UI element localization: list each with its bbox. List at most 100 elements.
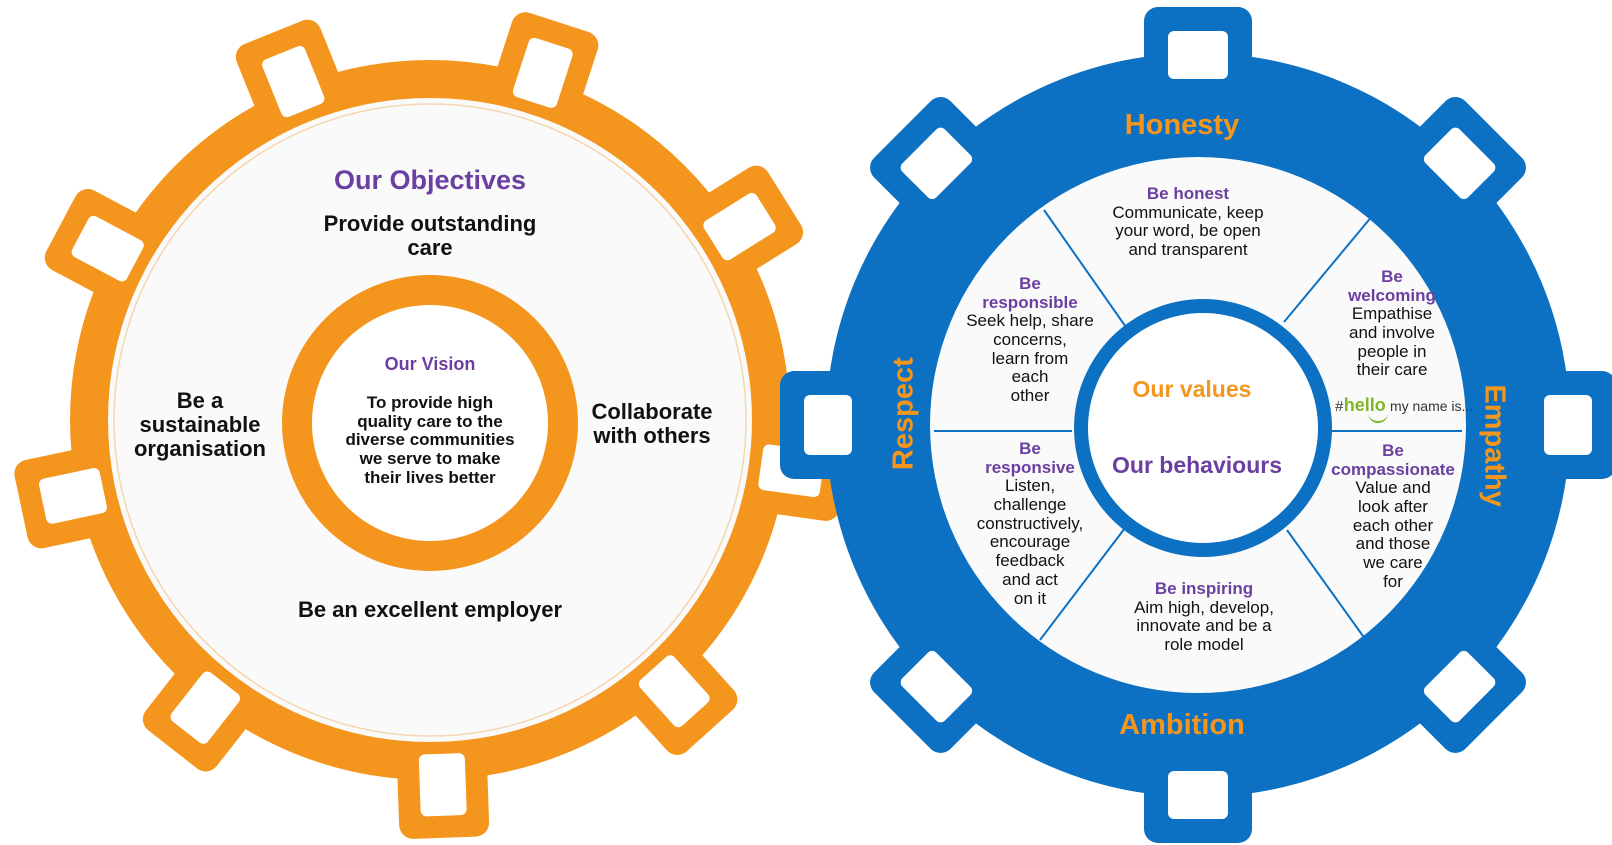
- objective-sustainable-organisation: Be a sustainable organisation: [120, 389, 280, 460]
- gear-tooth-hole: [71, 215, 144, 282]
- behaviour-heading: responsible: [982, 292, 1078, 312]
- gear-tooth: [613, 630, 738, 755]
- behaviour-dividers: [934, 209, 1462, 644]
- gear-tooth-hole: [900, 127, 973, 200]
- behaviour-text-line: learn from: [991, 348, 1069, 368]
- gear-tooth-hole: [1423, 650, 1496, 723]
- objective-collaborate-line1: Collaborate: [591, 399, 713, 424]
- objective-collaborate: Collaborate with others: [578, 400, 726, 448]
- smile-icon: [1368, 413, 1388, 423]
- behaviour-text-line: your word, be open: [1115, 221, 1261, 241]
- hello-word: hello: [1343, 395, 1386, 415]
- objective-collaborate-line2: with others: [593, 422, 711, 448]
- gear-tooth-hole: [900, 650, 973, 723]
- behaviour-text-line: we care: [1363, 553, 1423, 573]
- behaviour-text-line: each: [1011, 367, 1049, 387]
- behaviour-be-responsive: Be responsive Listen, challenge construc…: [950, 439, 1110, 608]
- value-ambition: Ambition: [1119, 709, 1245, 741]
- objective-sustainable-line2: sustainable: [139, 411, 261, 437]
- behaviour-heading: welcoming: [1348, 285, 1436, 305]
- behaviour-text-line: constructively,: [976, 513, 1084, 533]
- behaviour-text-line: Listen,: [1004, 476, 1056, 496]
- objectives-gear-face-outline: [113, 103, 747, 737]
- behaviour-be-inspiring: Be inspiring Aim high, develop, innovate…: [1119, 579, 1289, 655]
- vision-line3: diverse communities: [345, 430, 515, 450]
- gear-tooth-hole: [38, 468, 107, 524]
- behaviour-text-line: and involve: [1348, 323, 1435, 343]
- values-center: [1088, 313, 1318, 543]
- vision-line1: To provide high: [366, 393, 494, 412]
- gear-tooth-hole: [262, 46, 325, 118]
- value-honesty: Honesty: [1124, 109, 1240, 141]
- vision-line2: quality care to the: [357, 411, 503, 431]
- objectives-title: Our Objectives: [333, 165, 527, 195]
- behaviour-heading: Be: [1019, 274, 1041, 293]
- divider-upper-right: [1283, 214, 1374, 323]
- gear-tooth-hole: [1423, 127, 1496, 200]
- vision-statement: To provide high quality care to the dive…: [326, 393, 534, 487]
- gear-tooth-hole: [638, 655, 710, 728]
- gear-tooth: [780, 371, 870, 479]
- gear-tooth: [14, 444, 128, 549]
- behaviour-text-line: each other: [1352, 515, 1434, 535]
- behaviour-heading: Be: [1382, 441, 1404, 460]
- behaviour-text-line: and those: [1355, 534, 1431, 554]
- behaviour-text-line: feedback: [995, 551, 1065, 571]
- gear-tooth: [396, 734, 490, 839]
- gear-tooth: [142, 646, 266, 772]
- gear-tooth: [870, 97, 999, 226]
- behaviour-text-line: challenge: [993, 495, 1067, 515]
- gear-tooth: [1397, 97, 1526, 226]
- gear-tooth-hole: [512, 37, 573, 108]
- behaviour-text-line: Aim high, develop,: [1134, 597, 1274, 617]
- behaviour-text-line: role model: [1164, 635, 1244, 655]
- vision-line5: their lives better: [364, 467, 496, 487]
- behaviour-text-line: and act: [1002, 569, 1058, 589]
- behaviour-text-line: innovate and be a: [1136, 616, 1272, 636]
- value-empathy: Empathy: [1478, 384, 1511, 507]
- objective-outstanding-care: Provide outstanding care: [300, 212, 560, 260]
- gear-tooth-hole: [418, 753, 467, 817]
- behaviour-heading: Be honest: [1146, 184, 1230, 203]
- gear-tooth-hole: [804, 395, 852, 455]
- objective-excellent-employer: Be an excellent employer: [297, 597, 563, 622]
- behaviour-text-line: concerns,: [993, 330, 1067, 350]
- behaviour-heading: compassionate: [1331, 459, 1455, 479]
- objective-outstanding-care-line2: care: [407, 234, 453, 260]
- behaviour-text-line: on it: [1013, 588, 1047, 608]
- behaviour-be-compassionate: Be compassionate Value and look after ea…: [1323, 441, 1463, 592]
- vision-line4: we serve to make: [359, 449, 501, 469]
- gear-tooth-hole: [1168, 31, 1228, 79]
- gear-tooth: [44, 188, 168, 307]
- our-behaviours-title: Our behaviours: [1112, 452, 1282, 478]
- behaviour-be-honest: Be honest Communicate, keep your word, b…: [1098, 184, 1278, 260]
- hello-rest: my name is...: [1389, 398, 1474, 414]
- behaviour-be-welcoming: Be welcoming Empathise and involve peopl…: [1332, 267, 1452, 380]
- gear-tooth: [1397, 624, 1526, 753]
- objective-outstanding-care-line1: Provide outstanding: [323, 211, 537, 236]
- behaviour-text-line: their care: [1356, 360, 1428, 380]
- divider-lower-left: [1039, 527, 1126, 641]
- behaviour-text-line: encourage: [989, 532, 1071, 552]
- divider-upper-left: [1043, 209, 1129, 331]
- behaviour-text-line: Empathise: [1351, 304, 1433, 324]
- behaviour-text-line: Communicate, keep: [1112, 202, 1264, 222]
- our-values-title: Our values: [1132, 376, 1252, 402]
- behaviour-heading: Be: [1019, 439, 1041, 458]
- behaviour-text-line: people in: [1357, 341, 1427, 361]
- behaviour-text-line: look after: [1358, 497, 1428, 517]
- behaviour-heading: responsive: [985, 457, 1075, 477]
- gear-tooth: [1526, 371, 1612, 479]
- gear-tooth-hole: [1544, 395, 1592, 455]
- gear-tooth-hole: [1168, 771, 1228, 819]
- vision-title: Our Vision: [384, 354, 476, 374]
- behaviour-text-line: and transparent: [1128, 240, 1248, 260]
- gear-tooth-hole: [703, 192, 776, 261]
- behaviour-text-line: Seek help, share: [966, 311, 1094, 331]
- gear-tooth: [870, 624, 999, 753]
- gear-tooth: [679, 165, 804, 286]
- behaviour-be-responsible: Be responsible Seek help, share concerns…: [950, 274, 1110, 406]
- gear-tooth-hole: [170, 671, 241, 744]
- gear-tooth: [235, 19, 350, 140]
